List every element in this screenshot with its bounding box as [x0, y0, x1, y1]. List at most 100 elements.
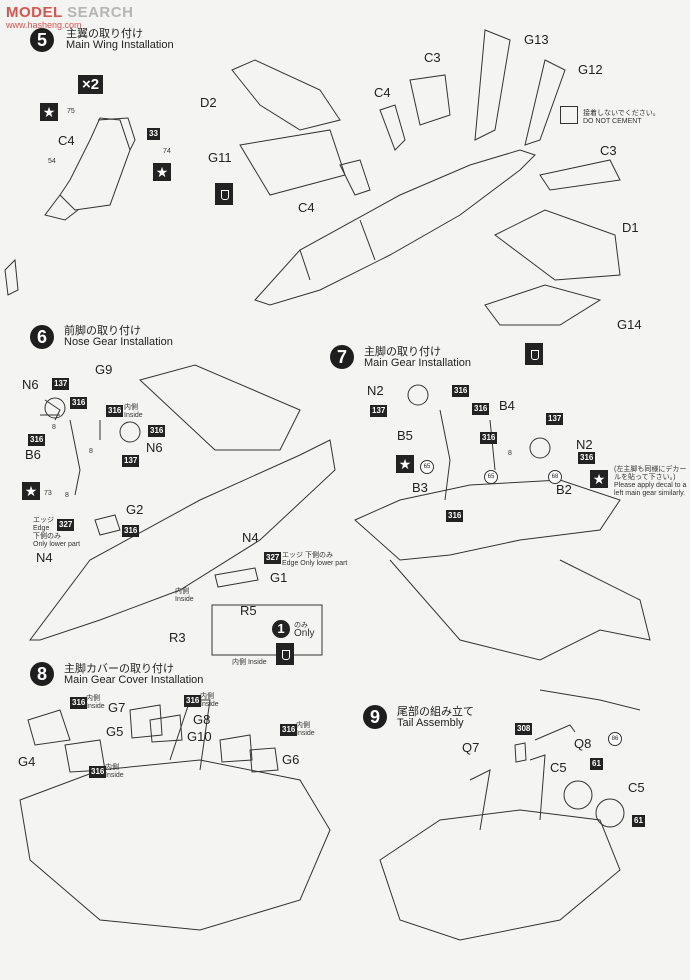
step7-title-jp: 主脚の取り付け: [364, 345, 441, 358]
paint-316: 316: [280, 724, 298, 736]
cement-icon: [215, 183, 233, 205]
step8-title-en: Main Gear Cover Installation: [64, 674, 204, 686]
paint-316: 316: [472, 403, 490, 415]
step9-title-en: Tail Assembly: [397, 717, 464, 729]
star-decal-icon: ★: [40, 103, 58, 121]
part-g14: G14: [617, 317, 642, 332]
paint-61: 61: [632, 815, 645, 827]
paint-316: 316: [106, 405, 124, 417]
inset-inside-label: 内側 Inside: [232, 659, 267, 666]
no-cement-icon: [560, 106, 578, 124]
watermark-url: www.hasheng.com: [6, 20, 82, 30]
watermark-logo: MODEL SEARCH: [6, 4, 134, 21]
part-n6-left: N6: [22, 377, 39, 392]
inside-label: 内側 Inside: [200, 693, 219, 708]
part-b6: B6: [25, 447, 41, 462]
paint-8: 8: [52, 424, 56, 431]
paint-316: 316: [148, 425, 166, 437]
part-c5-left: C5: [550, 760, 567, 775]
part-g8: G8: [193, 712, 211, 727]
step9-number: 9: [363, 705, 387, 729]
part-c3-lower: C3: [600, 143, 617, 158]
step9-title-jp: 尾部の組み立て: [397, 705, 474, 718]
part-g2: G2: [126, 502, 144, 517]
paint-327: 327: [57, 519, 75, 531]
paint-316: 316: [452, 385, 470, 397]
part-n2-left: N2: [367, 383, 384, 398]
part-n2-right: N2: [576, 437, 593, 452]
star-decal-icon: ★: [590, 470, 608, 488]
inside-label: 内側 Inside: [86, 695, 105, 710]
part-g10: G10: [187, 729, 212, 744]
paint-316: 316: [70, 397, 88, 409]
part-b5: B5: [397, 428, 413, 443]
part-g1: G1: [270, 570, 288, 585]
paint-137: 137: [546, 413, 564, 425]
paint-137: 137: [52, 378, 70, 390]
part-b2: B2: [556, 482, 572, 497]
part-q7: Q7: [462, 740, 480, 755]
paint-316: 316: [89, 766, 107, 778]
cement-icon: [276, 643, 294, 665]
part-d1: D1: [622, 220, 639, 235]
part-d2: D2: [200, 95, 217, 110]
multiplier-badge: ×2: [78, 75, 104, 94]
part-c4-lower: C4: [298, 200, 315, 215]
part-g7: G7: [108, 700, 126, 715]
part-g4: G4: [18, 754, 36, 769]
decal-86: 86: [608, 732, 622, 746]
part-g12: G12: [578, 62, 603, 77]
part-n4-left: N4: [36, 550, 53, 565]
paint-316: 316: [122, 525, 140, 537]
decal-68: 68: [548, 470, 562, 484]
inside-label: 内側 Inside: [175, 588, 194, 603]
paint-316: 316: [28, 434, 46, 446]
part-g5: G5: [106, 724, 124, 739]
decal-73: 73: [44, 490, 52, 497]
part-n6-right: N6: [146, 440, 163, 455]
star-decal-icon: ★: [396, 455, 414, 473]
paint-308: 308: [515, 723, 533, 735]
part-r3: R3: [169, 630, 186, 645]
paint-316: 316: [184, 695, 202, 707]
left-gear-decal-note: (左主脚も同様にデカールを貼って下さい。)Please apply decal …: [614, 466, 687, 497]
part-g6: G6: [282, 752, 300, 767]
part-g11: G11: [208, 150, 232, 165]
step5-title-jp: 主翼の取り付け: [66, 27, 143, 40]
paint-316: 316: [480, 432, 498, 444]
inside-label: 内側 Inside: [105, 764, 124, 779]
do-not-cement-note: 接着しないでください。DO NOT CEMENT: [583, 110, 660, 125]
step8-number: 8: [30, 662, 54, 686]
part-c3-upper: C3: [424, 50, 441, 65]
step7-number: 7: [330, 345, 354, 369]
part-b3: B3: [412, 480, 428, 495]
paint-8: 8: [508, 450, 512, 457]
step5-title-en: Main Wing Installation: [66, 39, 174, 51]
step5-number: 5: [30, 28, 54, 52]
paint-61: 61: [590, 758, 603, 770]
step6-title-en: Nose Gear Installation: [64, 336, 173, 348]
paint-316: 316: [578, 452, 596, 464]
inside-label: 内側 Inside: [296, 722, 315, 737]
only-one-badge: 1: [272, 620, 290, 638]
step7-title-en: Main Gear Installation: [364, 357, 471, 369]
step8-title-jp: 主脚カバーの取り付け: [64, 662, 174, 675]
part-c5-right: C5: [628, 780, 645, 795]
paint-316: 316: [446, 510, 464, 522]
star-decal-icon: ★: [22, 482, 40, 500]
part-r5: R5: [240, 603, 257, 618]
part-c4-seat: C4: [58, 133, 75, 148]
part-n4-right: N4: [242, 530, 259, 545]
part-g9: G9: [95, 362, 113, 377]
part-c4-upper: C4: [374, 85, 391, 100]
part-33: 33: [147, 128, 160, 140]
part-g13: G13: [524, 32, 549, 47]
paint-137: 137: [122, 455, 140, 467]
paint-327: 327: [264, 552, 282, 564]
step6-title-jp: 前脚の取り付け: [64, 324, 141, 337]
part-54: 54: [48, 158, 56, 165]
